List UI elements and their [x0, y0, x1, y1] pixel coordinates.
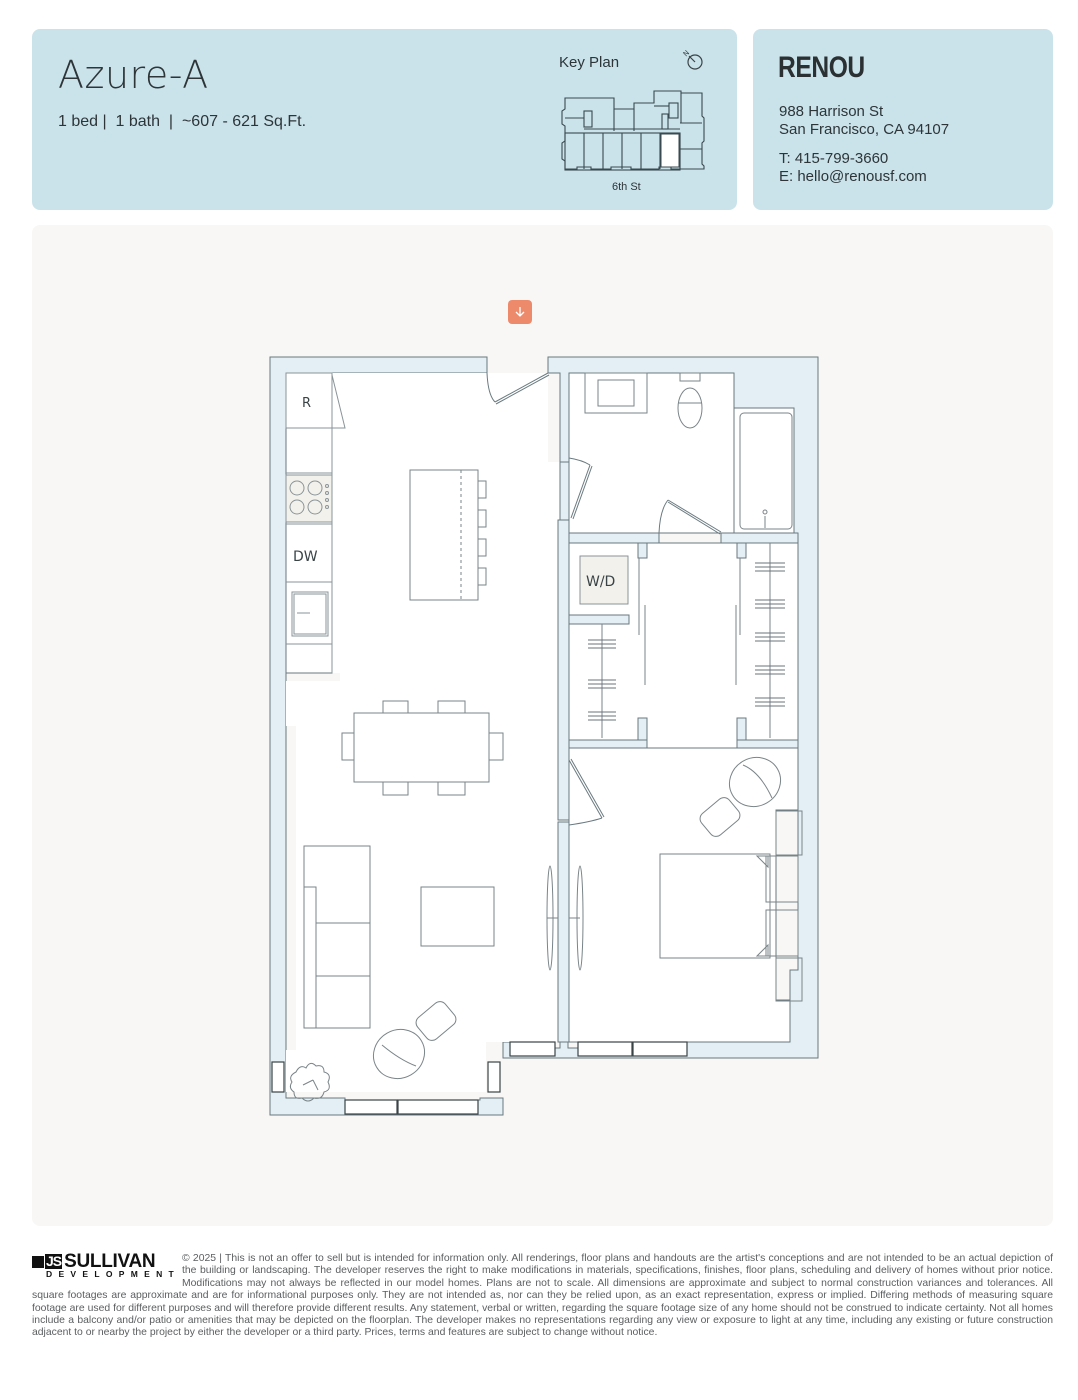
logo-mark: JS — [45, 1253, 62, 1269]
address-line-1: 988 Harrison St — [779, 103, 884, 120]
svg-text:N: N — [682, 49, 691, 58]
refrigerator-label: R — [302, 396, 311, 411]
email-address[interactable]: E: hello@renousf.com — [779, 168, 927, 185]
key-plan-diagram — [561, 90, 705, 171]
washer-dryer-label: W/D — [586, 574, 615, 590]
contact-details: T: 415-799-3660 E: hello@renousf.com — [779, 150, 927, 186]
download-arrow-icon — [515, 307, 525, 317]
logo-name: SULLIVAN — [64, 1251, 156, 1272]
download-button[interactable] — [508, 300, 532, 324]
key-plan-label: Key Plan — [559, 54, 620, 71]
dishwasher-label: DW — [293, 549, 318, 565]
logo-block-icon — [32, 1255, 44, 1268]
north-arrow-icon: N — [682, 49, 703, 70]
contact-card: RENOU 988 Harrison St San Francisco, CA … — [753, 29, 1053, 210]
key-plan-street-label: 6th St — [612, 181, 641, 193]
phone-number[interactable]: T: 415-799-3660 — [779, 150, 889, 167]
sullivan-development-logo: JS SULLIVAN DEVELOPMENT — [32, 1251, 181, 1283]
footer: JS SULLIVAN DEVELOPMENT © 2025 | This is… — [32, 1251, 1053, 1340]
unit-info-card: Azure-A 1 bed | 1 bath | ~607 - 621 Sq.F… — [32, 29, 737, 210]
floor-plan-drawing: R DW — [269, 356, 819, 1116]
unit-title: Azure-A — [58, 53, 209, 97]
legal-disclaimer: © 2025 | This is not an offer to sell bu… — [32, 1253, 1053, 1339]
unit-specs: 1 bed | 1 bath | ~607 - 621 Sq.Ft. — [58, 113, 307, 130]
address: 988 Harrison St San Francisco, CA 94107 — [779, 103, 949, 139]
address-line-2: San Francisco, CA 94107 — [779, 121, 950, 138]
floor-plan-panel: R DW — [32, 225, 1053, 1226]
logo-subtitle: DEVELOPMENT — [46, 1269, 181, 1279]
brand-logo: RENOU — [778, 51, 865, 84]
